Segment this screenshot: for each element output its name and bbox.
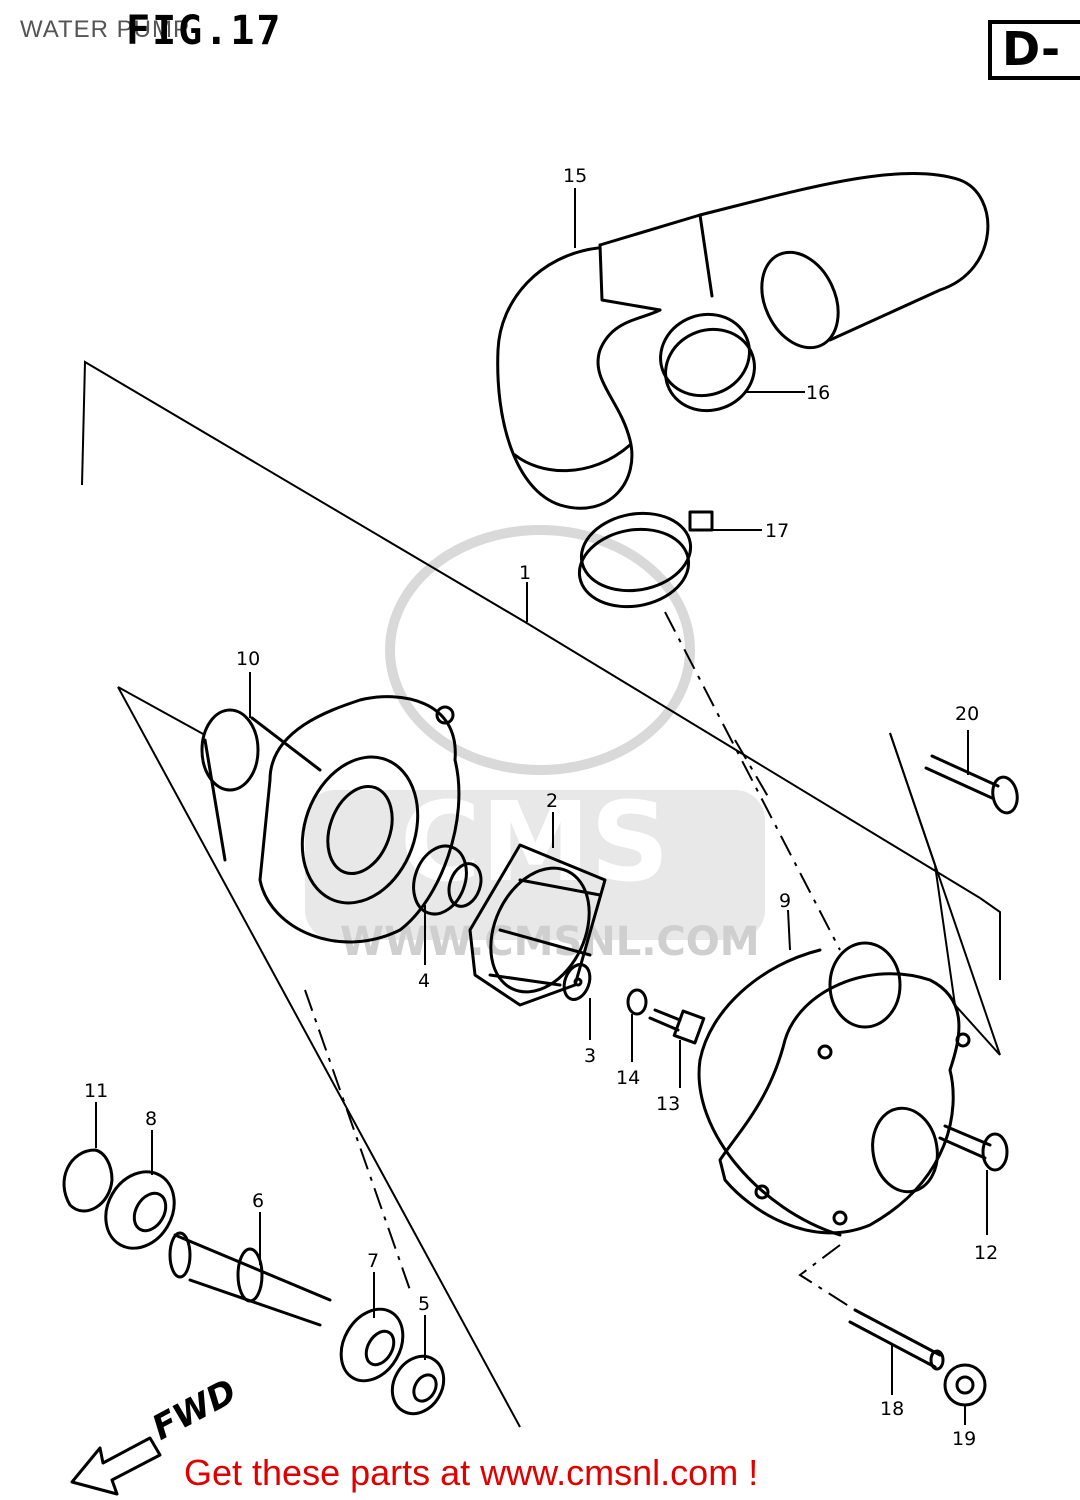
part-8-bearing <box>104 1170 176 1250</box>
callout-9: 9 <box>779 890 792 912</box>
callout-12: 12 <box>974 1242 999 1264</box>
callout-8: 8 <box>145 1108 158 1130</box>
callout-15: 15 <box>563 165 588 187</box>
part-16-clamp <box>659 312 756 413</box>
part-19-nut <box>943 1363 987 1407</box>
axis-line <box>304 989 411 1291</box>
section-label: D- <box>1002 22 1061 76</box>
watermark-site: WWW.CMSNL.COM <box>340 919 760 965</box>
callout-3: 3 <box>584 1045 597 1067</box>
leader-line <box>117 686 206 736</box>
figure-label: FIG.17 <box>126 8 283 54</box>
part-7-bearing <box>339 1307 405 1383</box>
part-12-bolt <box>938 1124 1009 1172</box>
part-3-washer <box>562 963 592 1001</box>
axis-line <box>734 739 771 801</box>
diagram-title: WATER PUMP <box>20 16 190 43</box>
part-4-seal <box>412 844 483 916</box>
part-9-cover <box>697 941 971 1237</box>
callout-18: 18 <box>880 1398 905 1420</box>
leader-line <box>979 897 1001 980</box>
leader-line <box>117 686 521 1428</box>
axis-line <box>798 1244 856 1311</box>
callout-7: 7 <box>367 1250 380 1272</box>
part-6-shaft <box>168 1231 332 1327</box>
assembly-bracket-1 <box>81 360 981 899</box>
callout-14: 14 <box>616 1067 641 1089</box>
part-10-pump-body <box>200 695 461 944</box>
callout-17: 17 <box>765 520 790 542</box>
part-5-seal <box>390 1354 446 1416</box>
cms-watermark: CMS WWW.CMSNL.COM <box>305 525 765 965</box>
axis-line <box>664 611 841 951</box>
watermark-brand: CMS <box>400 778 669 906</box>
callout-19: 19 <box>952 1428 977 1450</box>
part-14-washer <box>626 988 648 1016</box>
callout-16: 16 <box>806 382 831 404</box>
part-15-hose <box>496 171 990 510</box>
callout-11: 11 <box>84 1080 109 1102</box>
part-20-bolt <box>924 754 1019 815</box>
callout-20: 20 <box>955 703 980 725</box>
callout-10: 10 <box>236 648 261 670</box>
footer-link[interactable]: Get these parts at www.cmsnl.com ! <box>184 1452 759 1493</box>
section-box <box>988 20 1080 80</box>
callout-6: 6 <box>252 1190 265 1212</box>
leader-line <box>787 909 791 951</box>
part-17-clamp <box>577 510 714 609</box>
part-18-stud <box>848 1308 945 1371</box>
callout-4: 4 <box>418 970 431 992</box>
callout-13: 13 <box>656 1093 681 1115</box>
part-13-bolt <box>648 1008 706 1045</box>
callout-5: 5 <box>418 1293 431 1315</box>
leader-line <box>889 732 1001 1056</box>
part-11-circlip <box>62 1148 114 1213</box>
callout-2: 2 <box>546 790 559 812</box>
callout-1: 1 <box>519 562 532 584</box>
fwd-arrow-icon <box>70 1436 162 1496</box>
